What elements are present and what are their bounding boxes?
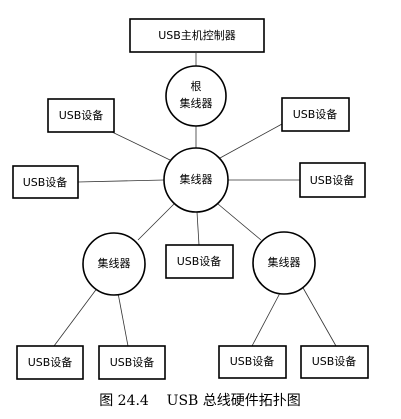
connector-lines [53, 53, 337, 347]
edge-center-hub-to-device-upper-left [111, 131, 171, 161]
edge-center-hub-to-device-center-below [196, 211, 200, 246]
device-upper-right-label: USB设备 [293, 107, 338, 121]
usb-host-controller-box: USB主机控制器 [129, 18, 265, 53]
device-mid-right-label: USB设备 [310, 173, 355, 187]
root-hub-label-line2: 集线器 [180, 96, 213, 110]
device-bottom-2-box: USB设备 [98, 345, 166, 380]
edge-center-hub-to-device-upper-right [219, 123, 283, 159]
device-bottom-1-label: USB设备 [28, 355, 73, 369]
device-center-below-label: USB设备 [177, 254, 222, 268]
right-hub-node: 集线器 [252, 231, 316, 295]
edge-left-hub-to-device-bottom-1 [53, 286, 99, 347]
edge-right-hub-to-device-bottom-4 [301, 285, 337, 347]
center-hub-node: 集线器 [163, 147, 229, 213]
figure-caption: 图 24.4 USB 总线硬件拓扑图 [99, 393, 301, 409]
center-hub-label: 集线器 [180, 172, 213, 186]
device-center-below-box: USB设备 [165, 244, 234, 279]
device-upper-left-box: USB设备 [47, 98, 115, 133]
device-bottom-1-box: USB设备 [16, 345, 84, 380]
device-upper-right-box: USB设备 [281, 97, 350, 132]
device-bottom-2-label: USB设备 [110, 355, 155, 369]
edge-center-hub-to-left-hub [137, 203, 175, 241]
device-bottom-3-label: USB设备 [230, 354, 275, 368]
left-hub-node: 集线器 [82, 232, 146, 296]
right-hub-label: 集线器 [268, 255, 301, 269]
device-mid-left-label: USB设备 [23, 175, 68, 189]
usb-host-controller-label: USB主机控制器 [158, 28, 236, 42]
device-bottom-4-box: USB设备 [300, 345, 369, 379]
device-bottom-3-box: USB设备 [218, 345, 287, 379]
device-bottom-4-label: USB设备 [312, 354, 357, 368]
edge-center-hub-to-device-mid-left [77, 179, 165, 183]
device-upper-left-label: USB设备 [59, 108, 104, 122]
root-hub-node: 根 集线器 [165, 65, 227, 127]
device-mid-right-box: USB设备 [299, 162, 366, 198]
edge-left-hub-to-device-bottom-2 [117, 292, 129, 347]
edge-center-hub-to-right-hub [217, 203, 262, 241]
edge-right-hub-to-device-bottom-3 [251, 292, 281, 347]
left-hub-label: 集线器 [98, 256, 131, 270]
device-mid-left-box: USB设备 [12, 165, 79, 199]
root-hub-label-line1: 根 [191, 79, 202, 93]
